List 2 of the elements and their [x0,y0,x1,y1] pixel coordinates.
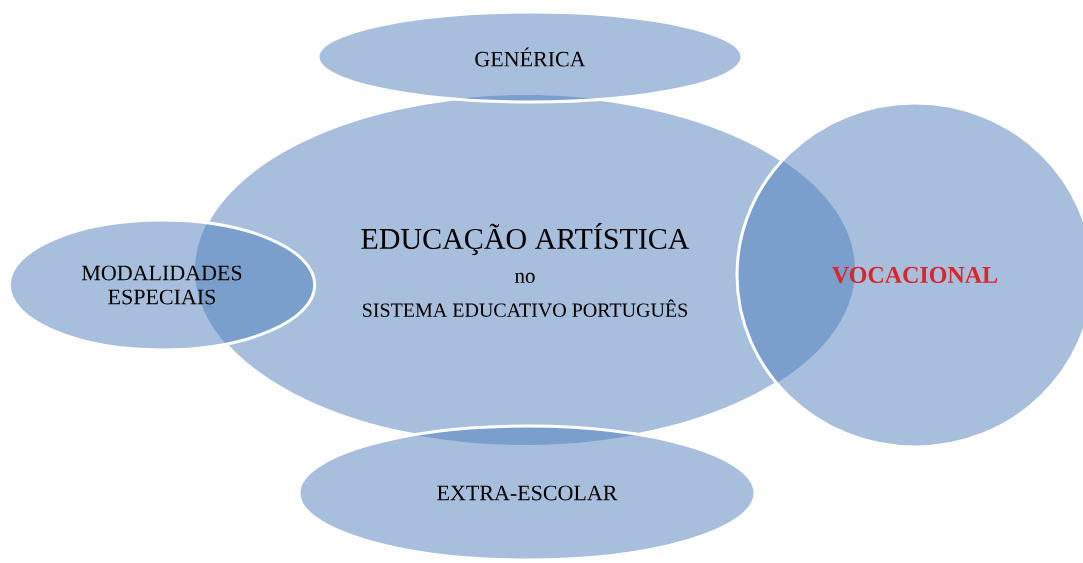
node-label: GENÉRICA [475,47,586,67]
node-label: EXTRA-ESCOLAR [437,485,618,501]
